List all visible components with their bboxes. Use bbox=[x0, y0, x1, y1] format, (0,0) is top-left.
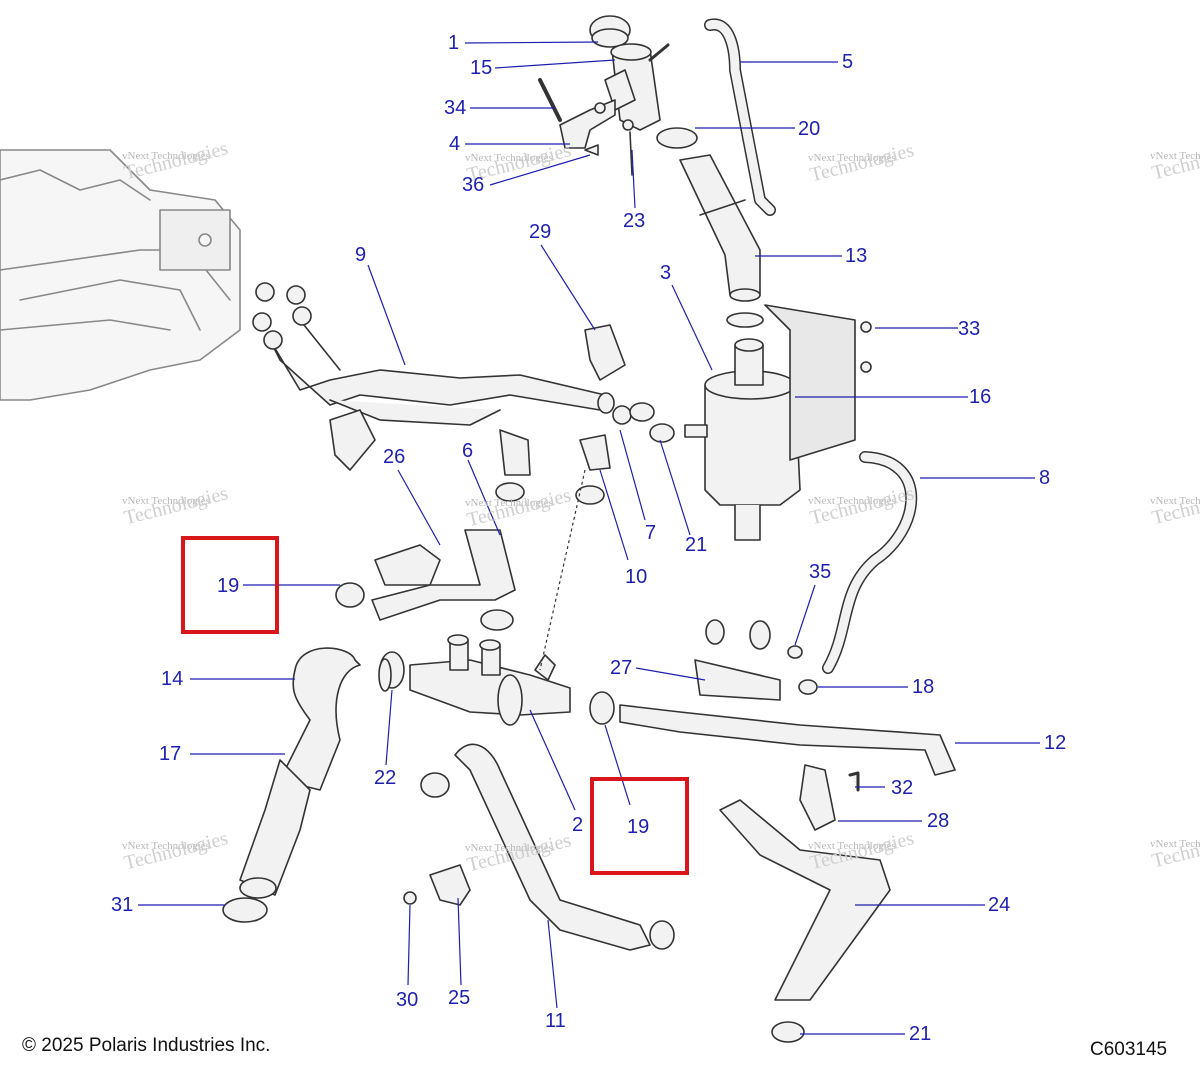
part-label-14[interactable]: 14 bbox=[161, 668, 184, 690]
part-label-9[interactable]: 9 bbox=[355, 244, 367, 266]
hose-clip bbox=[584, 324, 626, 381]
part-label-29[interactable]: 29 bbox=[529, 221, 552, 243]
assembly-guide-line bbox=[539, 469, 586, 671]
bracket-25 bbox=[429, 864, 471, 906]
radiator-cap bbox=[589, 15, 631, 48]
hose-clamp-19b bbox=[589, 691, 615, 725]
part-label-19a[interactable]: 19 bbox=[217, 575, 240, 597]
fitting-27 bbox=[694, 619, 781, 701]
coolant-hose-11 bbox=[454, 743, 651, 951]
part-label-2[interactable]: 2 bbox=[572, 814, 584, 836]
coolant-manifold bbox=[409, 634, 571, 726]
part-label-16[interactable]: 16 bbox=[969, 386, 992, 408]
part-label-28[interactable]: 28 bbox=[927, 810, 950, 832]
bolt-32 bbox=[848, 771, 860, 792]
part-label-23[interactable]: 23 bbox=[623, 210, 646, 232]
part-label-10[interactable]: 10 bbox=[625, 566, 648, 588]
copyright-notice: © 2025 Polaris Industries Inc. bbox=[22, 1035, 271, 1056]
part-label-13[interactable]: 13 bbox=[845, 245, 868, 267]
part-label-21a[interactable]: 21 bbox=[685, 534, 708, 556]
clamp-30 bbox=[403, 891, 417, 905]
part-label-20[interactable]: 20 bbox=[798, 118, 821, 140]
part-label-3[interactable]: 3 bbox=[660, 262, 672, 284]
part-label-24[interactable]: 24 bbox=[988, 894, 1011, 916]
part-label-8[interactable]: 8 bbox=[1039, 467, 1051, 489]
coolant-reservoir bbox=[684, 312, 801, 541]
mid-hoses bbox=[329, 409, 516, 621]
part-label-6[interactable]: 6 bbox=[462, 440, 474, 462]
part-label-21b[interactable]: 21 bbox=[909, 1023, 932, 1045]
part-label-17[interactable]: 17 bbox=[159, 743, 182, 765]
clamp-21-lower bbox=[771, 1021, 805, 1043]
part-label-4[interactable]: 4 bbox=[449, 133, 461, 155]
part-label-26[interactable]: 26 bbox=[383, 446, 406, 468]
coolant-pipe-9 bbox=[269, 319, 615, 426]
radiator-hose-14 bbox=[279, 647, 361, 791]
part-label-22[interactable]: 22 bbox=[374, 767, 397, 789]
hose-clamp-19a bbox=[335, 582, 365, 608]
leader-lines bbox=[138, 41, 1040, 1035]
part-label-27[interactable]: 27 bbox=[610, 657, 633, 679]
part-label-12[interactable]: 12 bbox=[1044, 732, 1067, 754]
pipe-connectors bbox=[499, 402, 675, 476]
part-label-31[interactable]: 31 bbox=[111, 894, 134, 916]
clamp-28 bbox=[799, 764, 836, 831]
part-label-1[interactable]: 1 bbox=[448, 32, 460, 54]
filler-neck bbox=[604, 43, 670, 131]
part-label-7[interactable]: 7 bbox=[645, 522, 657, 544]
part-label-35[interactable]: 35 bbox=[809, 561, 832, 583]
reservoir-bracket bbox=[764, 304, 856, 461]
part-label-32[interactable]: 32 bbox=[891, 777, 914, 799]
clamp-31 bbox=[222, 897, 268, 923]
diagram-code: C603145 bbox=[1090, 1039, 1168, 1060]
highlight-box-19a[interactable] bbox=[181, 536, 279, 634]
part-label-33[interactable]: 33 bbox=[958, 318, 981, 340]
small-clamps bbox=[252, 282, 312, 350]
part-label-34[interactable]: 34 bbox=[444, 97, 467, 119]
radiator-hose-17 bbox=[239, 759, 311, 896]
engine-block bbox=[0, 149, 241, 401]
part-label-15[interactable]: 15 bbox=[470, 57, 493, 79]
part-label-36[interactable]: 36 bbox=[462, 174, 485, 196]
part-label-18[interactable]: 18 bbox=[912, 676, 935, 698]
coolant-pipe-12 bbox=[619, 704, 956, 776]
part-label-30[interactable]: 30 bbox=[396, 989, 419, 1011]
highlight-box-19b[interactable] bbox=[590, 777, 689, 875]
upper-radiator-hose bbox=[656, 127, 761, 302]
coolant-hose-24 bbox=[719, 799, 891, 1001]
part-label-11[interactable]: 11 bbox=[545, 1010, 566, 1032]
bracket-assembly bbox=[538, 78, 634, 176]
part-label-25[interactable]: 25 bbox=[448, 987, 471, 1009]
part-label-5[interactable]: 5 bbox=[842, 51, 854, 73]
part-label-19b[interactable]: 19 bbox=[627, 816, 650, 838]
